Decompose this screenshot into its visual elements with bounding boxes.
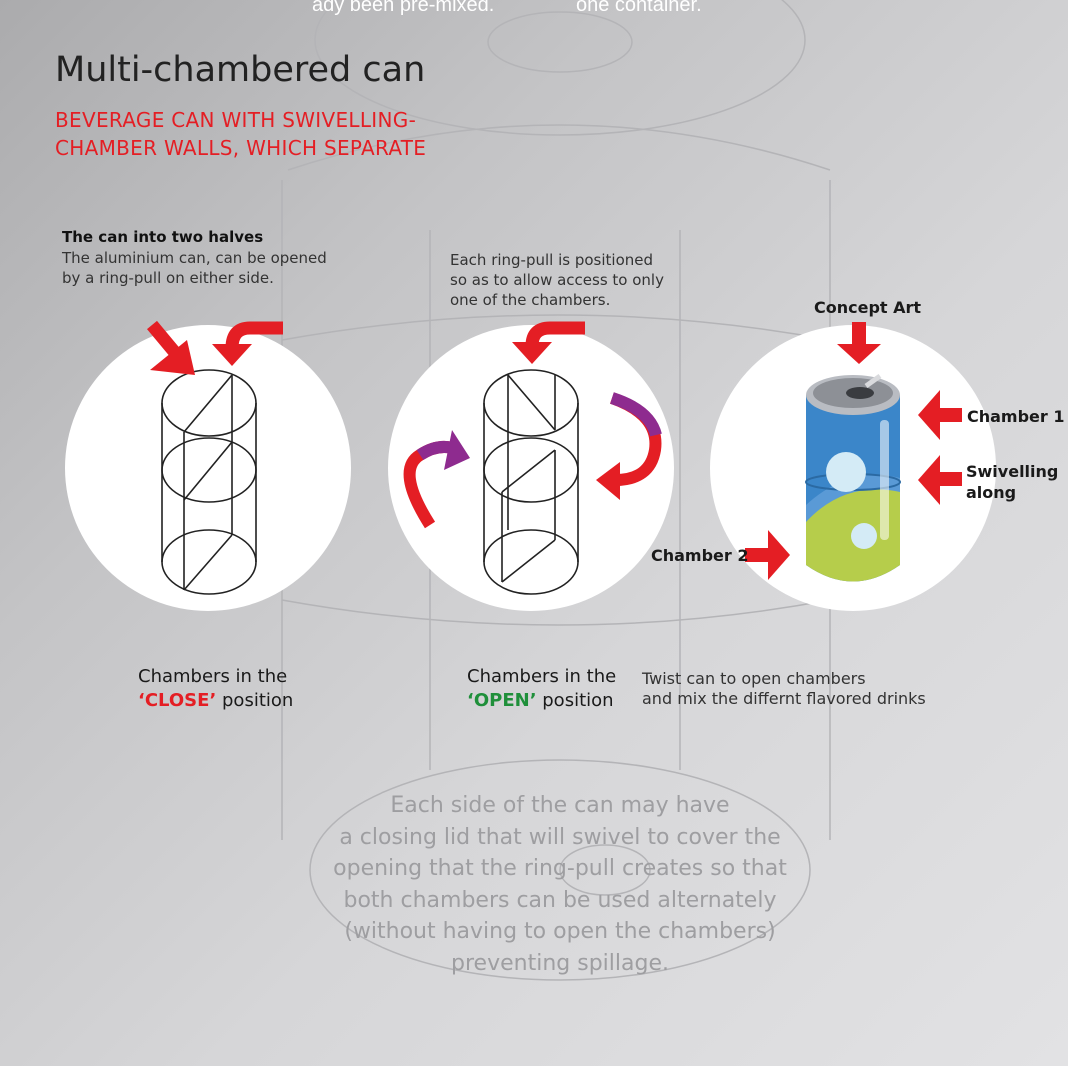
label-swivelling-line-2: along bbox=[966, 483, 1017, 502]
cylinder-diagram-icon bbox=[161, 369, 257, 595]
subtitle-line-1: BEVERAGE CAN WITH SWIVELLING- bbox=[55, 108, 417, 132]
red-arrow-icon bbox=[512, 321, 585, 364]
open-word: ‘OPEN’ bbox=[467, 690, 537, 711]
note-line: one of the chambers. bbox=[450, 291, 611, 309]
infographic-canvas: ady been pre-mixed. one container. Multi… bbox=[0, 0, 1068, 1066]
red-arrow-icon bbox=[837, 322, 881, 364]
caption-close: Chambers in the ‘CLOSE’ position bbox=[138, 665, 293, 713]
page-title: Multi-chambered can bbox=[55, 50, 426, 90]
caption-rest: position bbox=[216, 690, 294, 711]
caption-open-line-1: Chambers in the bbox=[467, 666, 617, 687]
note-ring-pull: Each ring-pull is positioned so as to al… bbox=[450, 250, 664, 310]
bottom-paragraph: Each side of the can may have a closing … bbox=[300, 790, 820, 979]
note-two-halves: The can into two halves The aluminium ca… bbox=[62, 227, 327, 288]
label-swivelling-line-1: Swivelling bbox=[966, 462, 1059, 481]
top-cut-text-right: one container. bbox=[576, 0, 702, 16]
cylinder-diagram-icon bbox=[483, 369, 579, 595]
subtitle-line-2: CHAMBER WALLS, WHICH SEPARATE bbox=[55, 136, 427, 160]
bottom-line: preventing spillage. bbox=[451, 950, 669, 976]
diagram-circles bbox=[65, 320, 962, 611]
red-arrow-icon bbox=[212, 321, 283, 366]
bottom-line: a closing lid that will swivel to cover … bbox=[339, 824, 781, 850]
caption-open-line-2: ‘OPEN’ position bbox=[467, 689, 616, 713]
note-line: The aluminium can, can be opened bbox=[62, 249, 327, 267]
red-arrow-icon bbox=[918, 390, 962, 440]
twist-line-2: and mix the differnt flavored drinks bbox=[642, 689, 926, 708]
label-chamber-1: Chamber 1 bbox=[967, 407, 1065, 426]
top-cut-text-left: ady been pre-mixed. bbox=[312, 0, 495, 16]
note-heading: The can into two halves bbox=[62, 228, 264, 246]
circle-closed bbox=[65, 325, 351, 611]
red-arrow-icon bbox=[745, 530, 790, 580]
twist-note: Twist can to open chambers and mix the d… bbox=[642, 669, 926, 709]
red-arrow-icon bbox=[918, 455, 962, 505]
bottom-line: both chambers can be used alternately bbox=[343, 887, 777, 913]
bottom-line: Each side of the can may have bbox=[390, 793, 730, 818]
label-chamber-2: Chamber 2 bbox=[651, 546, 749, 565]
background-can-outline bbox=[281, 0, 831, 981]
label-concept-art: Concept Art bbox=[814, 298, 922, 317]
note-line: by a ring-pull on either side. bbox=[62, 269, 274, 287]
bottom-line: opening that the ring-pull creates so th… bbox=[333, 856, 787, 881]
caption-open: Chambers in the ‘OPEN’ position bbox=[467, 665, 616, 713]
soda-can-icon bbox=[805, 373, 901, 582]
twist-line-1: Twist can to open chambers bbox=[642, 669, 866, 688]
caption-close-line-1: Chambers in the bbox=[138, 666, 288, 687]
note-line: Each ring-pull is positioned bbox=[450, 251, 654, 269]
label-swivelling: Swivelling along bbox=[966, 461, 1058, 503]
purple-arrow-icon bbox=[596, 392, 662, 500]
caption-rest: position bbox=[536, 690, 614, 711]
red-arrow-icon bbox=[147, 320, 195, 375]
caption-close-line-2: ‘CLOSE’ position bbox=[138, 689, 293, 713]
note-line: so as to allow access to only bbox=[450, 271, 664, 289]
close-word: ‘CLOSE’ bbox=[138, 690, 217, 711]
bottom-line: (without having to open the chambers) bbox=[344, 919, 776, 944]
purple-arrow-icon bbox=[403, 430, 470, 529]
subtitle: BEVERAGE CAN WITH SWIVELLING- CHAMBER WA… bbox=[55, 106, 426, 162]
